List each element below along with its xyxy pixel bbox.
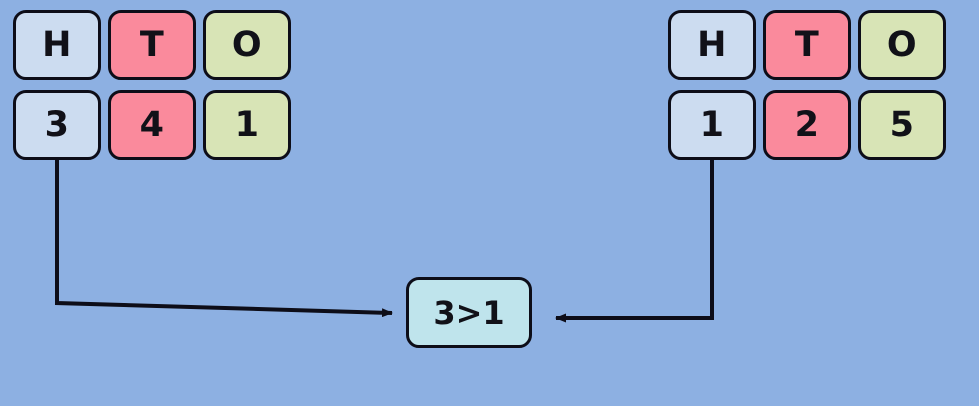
right-digit-row: 1 2 5 — [668, 90, 946, 160]
right-header-ones: O — [858, 10, 946, 80]
right-digit-tens: 2 — [763, 90, 851, 160]
right-digit-ones: 5 — [858, 90, 946, 160]
right-header-hundreds: H — [668, 10, 756, 80]
left-header-ones: O — [203, 10, 291, 80]
left-place-value-group: H T O 3 4 1 — [13, 10, 291, 160]
connector-left-to-compare — [55, 160, 393, 318]
right-header-row: H T O — [668, 10, 946, 80]
left-header-hundreds: H — [13, 10, 101, 80]
left-header-row: H T O — [13, 10, 291, 80]
right-digit-hundreds: 1 — [668, 90, 756, 160]
right-header-tens: T — [763, 10, 851, 80]
left-header-tens: T — [108, 10, 196, 80]
right-place-value-group: H T O 1 2 5 — [668, 10, 946, 160]
comparison-result-node: 3>1 — [406, 277, 532, 348]
left-digit-hundreds: 3 — [13, 90, 101, 160]
connector-right-to-compare — [555, 160, 714, 323]
left-digit-row: 3 4 1 — [13, 90, 291, 160]
left-digit-ones: 1 — [203, 90, 291, 160]
left-digit-tens: 4 — [108, 90, 196, 160]
